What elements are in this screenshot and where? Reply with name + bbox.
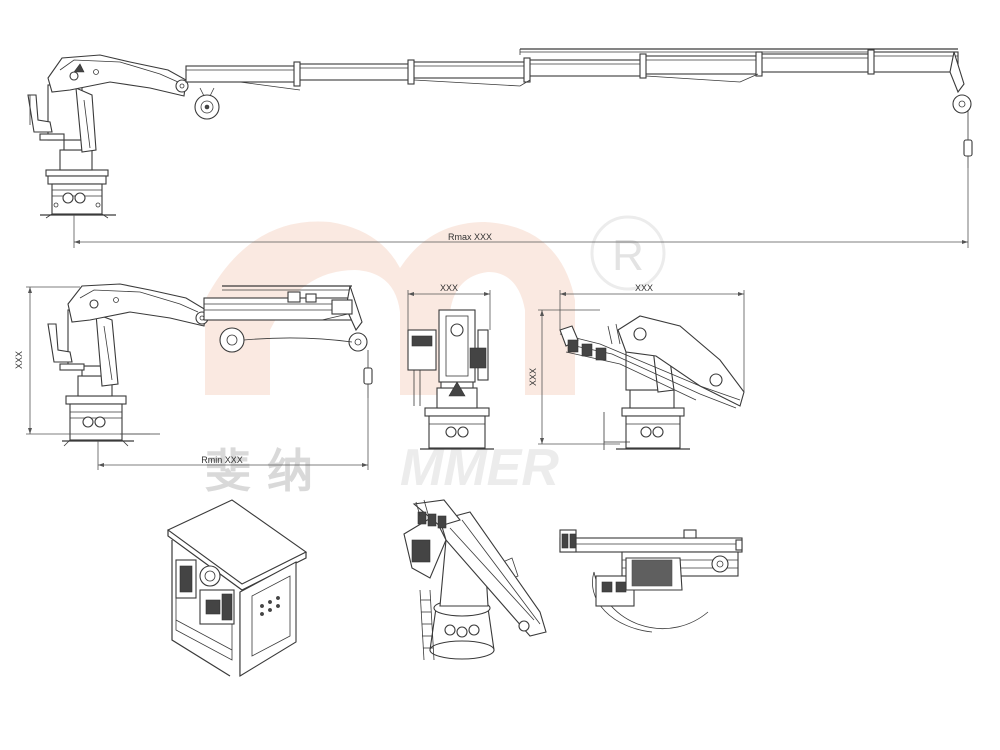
extended-crane-pedestal: [40, 139, 116, 219]
watermark-logo-shape: [205, 221, 575, 395]
front-dimensions: XXX: [407, 283, 491, 330]
extended-crane-telescopic-boom: [185, 48, 972, 114]
registered-circle: [590, 215, 666, 291]
extended-crane-main-boom: [47, 54, 189, 97]
extended-crane-view: Rmax XXX: [27, 48, 973, 248]
extended-crane-column: [27, 84, 97, 153]
top-stowed-view: [559, 529, 743, 633]
retracted-operator-seat: [47, 323, 73, 363]
retracted-hook: [363, 350, 373, 398]
folded-pedestal: [603, 389, 690, 450]
side-height-label: XXX: [14, 351, 24, 369]
hpu-cabinet: [239, 561, 297, 677]
rmax-dimension: Rmax XXX: [73, 168, 969, 248]
hydraulic-power-unit: [166, 499, 308, 677]
watermark-registered: R: [612, 231, 644, 280]
rmin-dimension: Rmin XXX: [97, 398, 369, 470]
folded-column: [559, 315, 745, 409]
iso-boom: [412, 499, 547, 637]
front-column: [407, 309, 489, 406]
isometric-crane: [403, 499, 547, 661]
folded-view: XXX XXX: [528, 283, 745, 450]
retracted-telescopic-boom: [203, 285, 368, 353]
front-pedestal: [420, 379, 494, 450]
front-width-label: XXX: [440, 283, 458, 293]
rmin-label: Rmin XXX: [201, 455, 243, 465]
side-height-dimension: XXX: [14, 286, 150, 435]
retracted-side-view: XXX Rmin XXX: [14, 283, 373, 470]
folded-dimensions: XXX XXX: [528, 283, 745, 445]
retracted-main-boom: [67, 283, 209, 327]
rmax-label: Rmax XXX: [448, 232, 492, 242]
watermark-chinese: 斐 纳: [205, 444, 313, 498]
front-view: XXX: [407, 283, 494, 450]
fold-height-label: XXX: [528, 368, 538, 386]
extended-crane-winch: [194, 87, 220, 120]
operator-seat: [27, 94, 53, 133]
fold-width-label: XXX: [635, 283, 653, 293]
watermark: R 斐 纳 MMER: [205, 215, 666, 498]
extended-crane-hook: [963, 110, 973, 168]
